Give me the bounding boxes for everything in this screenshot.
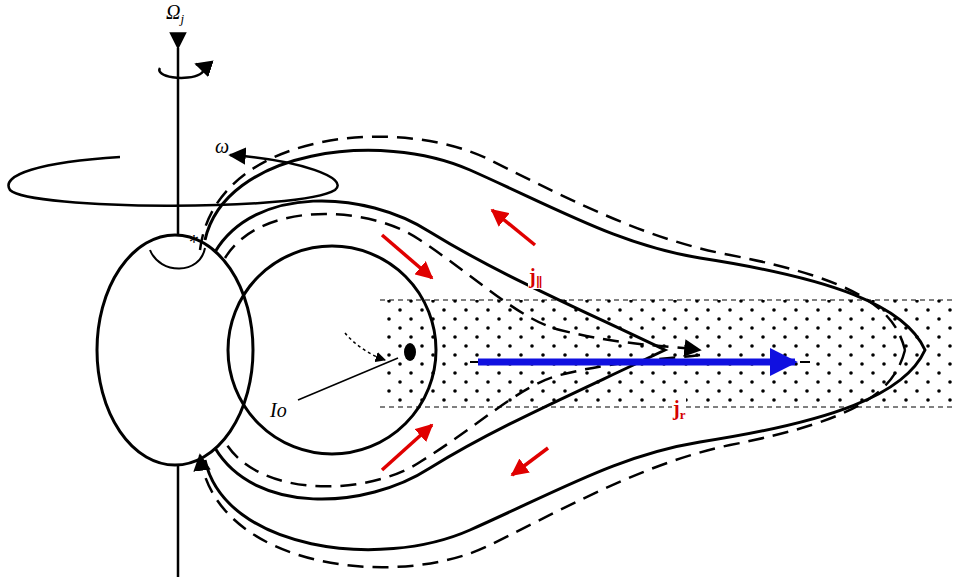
inner-field-line (215, 201, 665, 499)
jupiter (97, 235, 253, 465)
current-loop (200, 137, 905, 350)
leader-line (298, 358, 398, 400)
radial-current-arrow (478, 359, 795, 366)
io-moon (404, 343, 416, 361)
current-loop (225, 214, 700, 350)
outer-field-line (205, 150, 925, 549)
io-orbit-shell (228, 246, 436, 454)
moon-label: Io (270, 400, 287, 420)
angular-velocity-label: Ωj (166, 2, 184, 25)
angular-velocity-label: ω (215, 136, 229, 156)
current-label: jr (672, 398, 686, 421)
current-label: j∥ (528, 266, 544, 289)
current-arrow (512, 448, 548, 475)
current-arrow (382, 235, 432, 278)
current-arrow (492, 210, 535, 245)
plasma-torus (385, 300, 956, 407)
footprint-mark: * (188, 232, 198, 252)
current-arrow (382, 425, 432, 470)
